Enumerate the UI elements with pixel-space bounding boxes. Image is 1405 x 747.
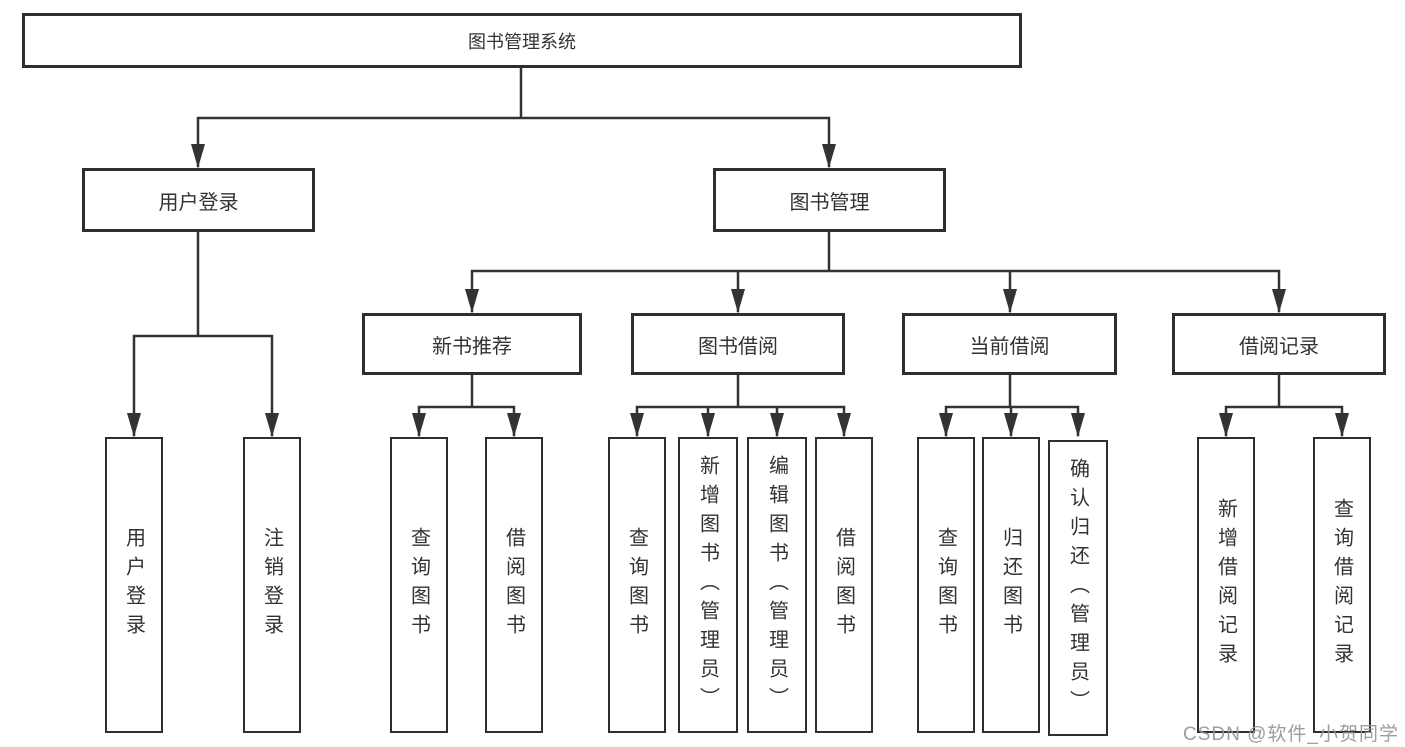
- arrowhead: [630, 413, 644, 437]
- arrowhead: [1335, 413, 1349, 437]
- node-book-borrow: 图书借阅: [631, 313, 845, 375]
- node-book-management: 图书管理: [713, 168, 946, 232]
- leaf-logout: 注销登录: [243, 437, 301, 733]
- node-current-borrow: 当前借阅: [902, 313, 1117, 375]
- leaf-current-return-books: 归还图书: [982, 437, 1040, 733]
- arrowhead: [1003, 289, 1017, 313]
- arrowhead: [265, 413, 279, 437]
- arrowhead: [127, 413, 141, 437]
- edge-root-to-level2: [196, 66, 831, 168]
- arrowhead: [701, 413, 715, 437]
- arrowhead: [191, 144, 205, 168]
- leaf-records-add-record: 新增借阅记录: [1197, 437, 1255, 733]
- edge-borrow-to-leaves: [635, 373, 846, 437]
- arrowhead: [1004, 413, 1018, 437]
- leaf-recommend-borrow-books: 借阅图书: [485, 437, 543, 733]
- csdn-watermark: CSDN @软件_小贺同学: [1183, 724, 1399, 745]
- arrowhead: [412, 413, 426, 437]
- node-borrow-records: 借阅记录: [1172, 313, 1386, 375]
- edge-login-to-leaves: [132, 230, 274, 437]
- node-root: 图书管理系统: [22, 13, 1022, 68]
- edge-records-to-leaves: [1224, 373, 1344, 437]
- leaf-borrow-edit-books-admin: 编辑图书（管理员）: [747, 437, 807, 733]
- arrowhead: [507, 413, 521, 437]
- node-new-book-recommend: 新书推荐: [362, 313, 582, 375]
- leaf-user-login: 用户登录: [105, 437, 163, 733]
- arrowhead: [770, 413, 784, 437]
- arrowheads: [127, 144, 1349, 437]
- leaf-borrow-search-books: 查询图书: [608, 437, 666, 733]
- arrowhead: [837, 413, 851, 437]
- edge-recommend-to-leaves: [417, 373, 516, 437]
- leaf-records-search-record: 查询借阅记录: [1313, 437, 1371, 733]
- leaf-recommend-search-books: 查询图书: [390, 437, 448, 733]
- arrowhead: [822, 144, 836, 168]
- node-user-login: 用户登录: [82, 168, 315, 232]
- arrowhead: [731, 289, 745, 313]
- arrowhead: [1219, 413, 1233, 437]
- arrowhead: [465, 289, 479, 313]
- arrowhead: [1272, 289, 1286, 313]
- arrowhead: [939, 413, 953, 437]
- arrowhead: [1071, 413, 1085, 437]
- leaf-borrow-borrow-books: 借阅图书: [815, 437, 873, 733]
- leaf-borrow-add-books-admin: 新增图书（管理员）: [678, 437, 738, 733]
- leaf-current-search-books: 查询图书: [917, 437, 975, 733]
- edge-mgmt-to-level3: [470, 230, 1281, 313]
- leaf-current-confirm-return-admin: 确认归还（管理员）: [1048, 440, 1108, 736]
